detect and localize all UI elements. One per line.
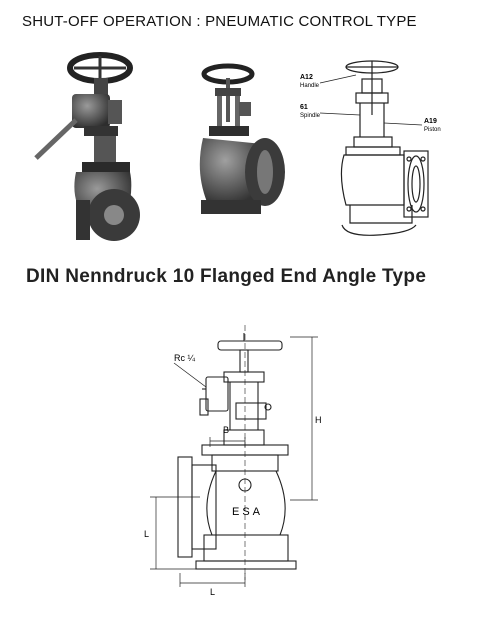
dimension-l-horizontal-label: L bbox=[210, 587, 215, 597]
callout-a19-name: Piston bbox=[424, 127, 441, 133]
valve-photo-handwheel bbox=[199, 63, 285, 214]
dimension-l-vertical-label: L bbox=[144, 529, 149, 539]
dimension-b-label: B bbox=[223, 425, 229, 435]
valve-sectional-drawing: A12 Handle 61 Spindle A19 Piston bbox=[300, 60, 441, 236]
callout-a19-code: A19 bbox=[424, 118, 437, 125]
dimension-drawing: Rc ¼ B H L L ESA bbox=[144, 325, 322, 597]
callout-61-name: Spindle bbox=[300, 113, 321, 119]
callout-61-code: 61 bbox=[300, 104, 308, 111]
valve-photo-pneumatic-actuator bbox=[34, 52, 140, 241]
section-title: DIN Nenndruck 10 Flanged End Angle Type bbox=[26, 266, 427, 287]
page-title: SHUT-OFF OPERATION : PNEUMATIC CONTROL T… bbox=[22, 13, 417, 30]
body-mark: ESA bbox=[232, 506, 263, 518]
callout-a12-name: Handle bbox=[300, 83, 320, 89]
callout-a12-code: A12 bbox=[300, 74, 313, 81]
dimension-h-label: H bbox=[315, 415, 322, 425]
port-size-label: Rc ¼ bbox=[174, 353, 196, 363]
